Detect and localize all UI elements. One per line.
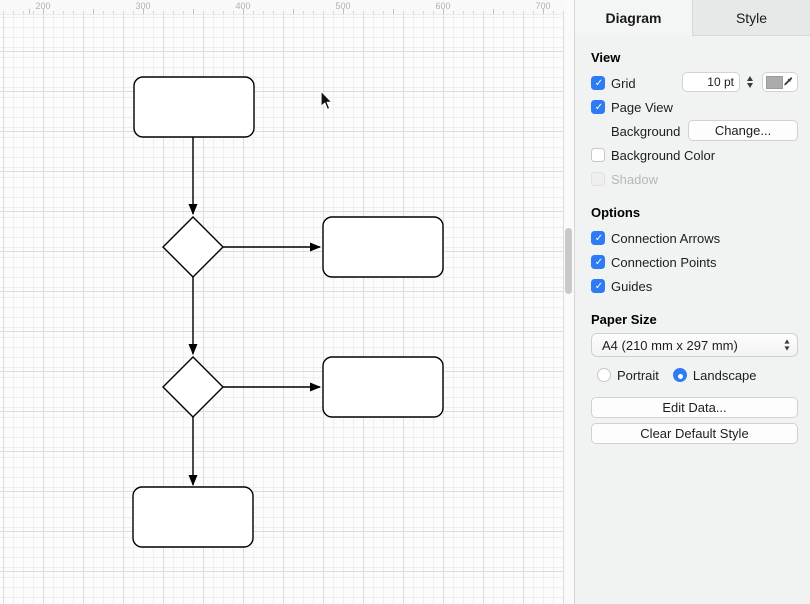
canvas-vertical-scrollbar[interactable]: [564, 0, 575, 604]
ruler-label: 200: [35, 1, 51, 11]
grid-row: Grid: [591, 71, 798, 95]
grid-color-button[interactable]: [762, 72, 798, 92]
guides-row: Guides: [591, 274, 798, 298]
eyedropper-icon: [784, 77, 793, 86]
connection-points-label[interactable]: Connection Points: [611, 254, 717, 270]
background-color-label[interactable]: Background Color: [611, 147, 716, 163]
diagram-canvas[interactable]: 200 300 400 500 600 700: [0, 0, 564, 604]
connection-arrows-row: Connection Arrows: [591, 226, 798, 250]
ruler-label: 300: [135, 1, 151, 11]
background-color-row: Background Color: [591, 143, 798, 167]
ruler-label: 500: [335, 1, 351, 11]
mouse-cursor-icon: [320, 90, 334, 116]
horizontal-ruler: 200 300 400 500 600 700: [0, 0, 564, 15]
stepper-down-icon[interactable]: [746, 83, 753, 88]
flow-node-rounded-rect[interactable]: [132, 486, 254, 548]
connection-points-checkbox[interactable]: [591, 255, 606, 270]
background-row: Background Change...: [591, 119, 798, 143]
edit-data-button[interactable]: Edit Data...: [591, 397, 798, 418]
ruler-label: 700: [535, 1, 551, 11]
landscape-label[interactable]: Landscape: [692, 367, 757, 383]
page-view-row: Page View: [591, 95, 798, 119]
portrait-radio[interactable]: [597, 368, 611, 382]
page-view-checkbox[interactable]: [591, 100, 606, 115]
grid-size-stepper[interactable]: [743, 72, 756, 92]
flow-node-rounded-rect[interactable]: [133, 76, 255, 138]
shadow-label: Shadow: [611, 171, 658, 187]
select-up-down-icon: [784, 339, 790, 351]
ruler-label: 400: [235, 1, 251, 11]
tab-style[interactable]: Style: [692, 0, 810, 36]
background-label: Background: [611, 123, 681, 139]
shadow-row: Shadow: [591, 167, 798, 191]
paper-size-heading: Paper Size: [591, 312, 657, 327]
grid-color-swatch: [766, 75, 784, 89]
landscape-radio[interactable]: [672, 368, 687, 382]
portrait-label[interactable]: Portrait: [617, 367, 659, 383]
connection-points-row: Connection Points: [591, 250, 798, 274]
orientation-row: Portrait Landscape: [597, 363, 798, 387]
flowchart-drawing: [132, 76, 444, 548]
paper-size-value: A4 (210 mm x 297 mm): [602, 337, 738, 353]
guides-label[interactable]: Guides: [611, 278, 653, 294]
clear-default-style-button[interactable]: Clear Default Style: [591, 423, 798, 444]
grid-size-input[interactable]: [682, 72, 740, 92]
scrollbar-thumb[interactable]: [565, 228, 572, 294]
view-section-heading: View: [591, 50, 621, 65]
grid-checkbox[interactable]: [591, 76, 606, 91]
flow-node-diamond[interactable]: [162, 356, 224, 418]
shadow-checkbox: [591, 172, 605, 186]
guides-checkbox[interactable]: [591, 279, 606, 294]
grid-label[interactable]: Grid: [611, 75, 636, 91]
ruler-label: 600: [435, 1, 451, 11]
flow-node-diamond[interactable]: [162, 216, 224, 278]
paper-size-select[interactable]: A4 (210 mm x 297 mm): [591, 333, 798, 357]
flow-node-rounded-rect[interactable]: [322, 216, 444, 278]
stepper-up-icon[interactable]: [746, 76, 753, 81]
flow-node-rounded-rect[interactable]: [322, 356, 444, 418]
connection-arrows-checkbox[interactable]: [591, 231, 606, 246]
format-panel-tabs: Diagram Style: [575, 0, 810, 36]
connection-arrows-label[interactable]: Connection Arrows: [611, 230, 721, 246]
background-color-checkbox[interactable]: [591, 148, 605, 162]
options-section-heading: Options: [591, 205, 641, 220]
format-panel: Diagram Style View Grid: [575, 0, 810, 604]
page-view-label[interactable]: Page View: [611, 99, 673, 115]
tab-diagram[interactable]: Diagram: [575, 0, 692, 36]
background-change-button[interactable]: Change...: [688, 120, 798, 141]
